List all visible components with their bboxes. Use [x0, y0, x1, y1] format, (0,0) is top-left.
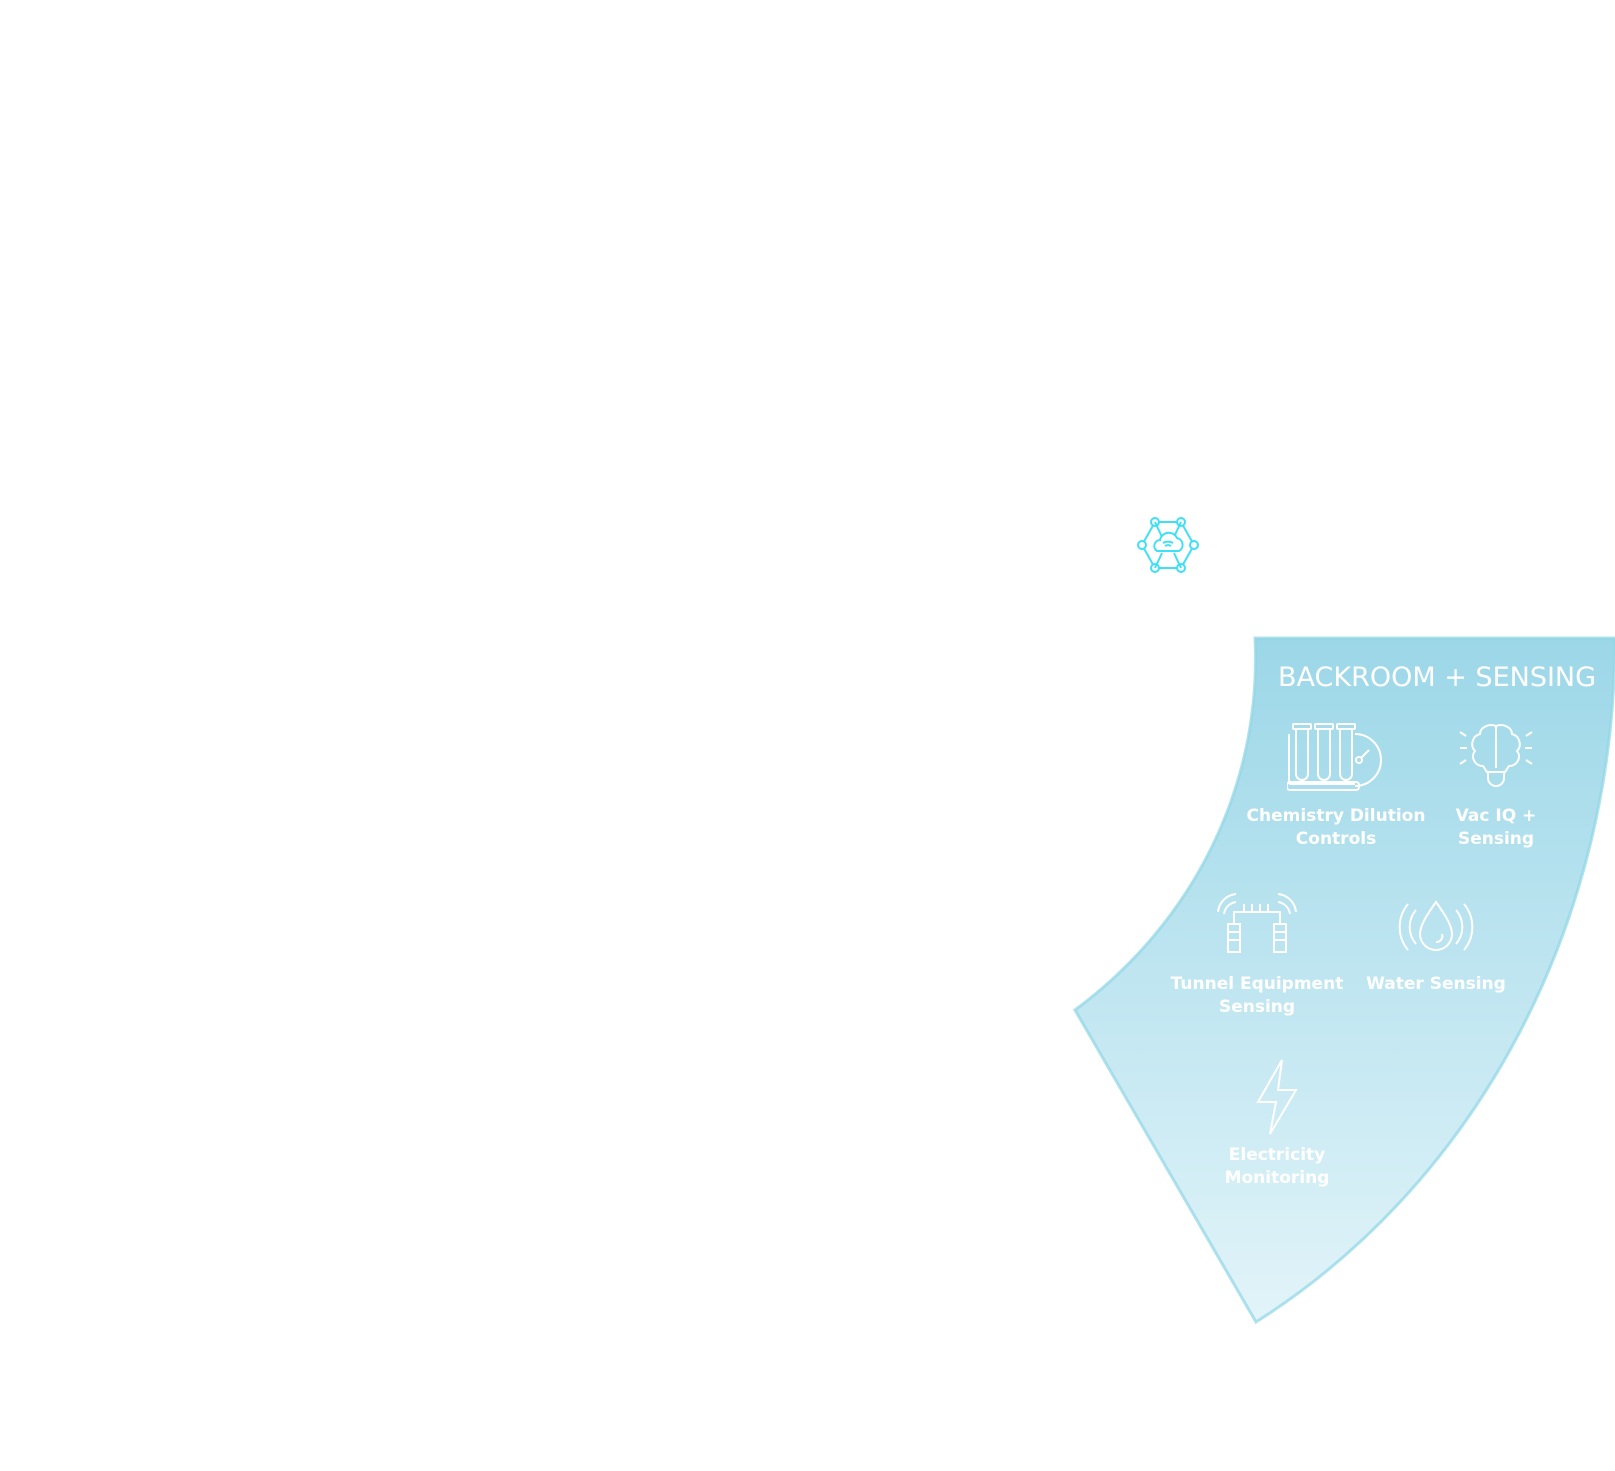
item-label-vac-iq: Vac IQ +Sensing — [1455, 806, 1537, 849]
brain-bulb-icon — [1459, 724, 1533, 787]
cloud-network-icon — [1137, 517, 1199, 573]
segment-title: BACKROOM + SENSING — [1278, 662, 1597, 693]
test-tubes-gauge-icon — [1287, 723, 1382, 791]
tunnel-brushes-icon — [1217, 893, 1297, 953]
item-label-water: Water Sensing — [1366, 974, 1506, 994]
water-drop-signal-icon — [1398, 900, 1474, 951]
lightning-icon — [1256, 1059, 1298, 1135]
